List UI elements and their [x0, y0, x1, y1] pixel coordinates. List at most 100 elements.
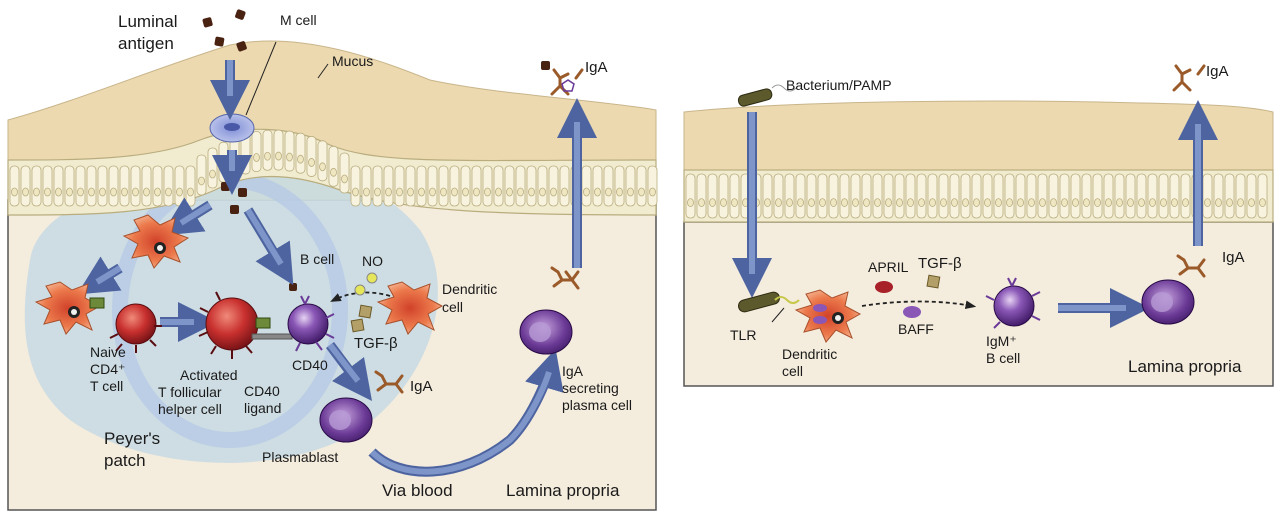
epithelial-nucleus: [1259, 198, 1266, 208]
epithelial-cell: [31, 165, 42, 207]
epithelial-nucleus: [940, 198, 947, 208]
epithelial-nucleus: [830, 198, 837, 208]
epithelial-cell: [108, 165, 119, 207]
epithelial-nucleus: [44, 187, 51, 197]
epithelial-cell: [97, 165, 108, 207]
plasmablast: [319, 397, 373, 443]
epithelial-cell: [339, 152, 350, 194]
epithelial-nucleus: [418, 187, 425, 197]
epithelial-cell: [839, 173, 850, 219]
epithelial-cell: [993, 173, 1004, 219]
epithelial-cell: [350, 165, 361, 207]
epithelial-nucleus: [1050, 198, 1057, 208]
epithelial-cell: [784, 173, 795, 219]
cd40-ligand-label-2: ligand: [244, 400, 281, 416]
epithelial-cell: [559, 165, 570, 207]
epithelial-cell: [614, 165, 625, 207]
epithelial-nucleus: [863, 198, 870, 208]
baff-molecule: [903, 306, 921, 318]
epithelial-nucleus: [165, 187, 172, 197]
epithelial-nucleus: [1072, 198, 1079, 208]
epithelial-cell: [537, 165, 548, 207]
epithelial-cell: [1158, 173, 1169, 219]
naive-t-label-2: CD4⁺: [90, 361, 125, 377]
epithelial-cell: [449, 165, 460, 207]
iga-top-right-label: IgA: [1206, 63, 1229, 80]
epithelial-nucleus: [627, 187, 634, 197]
epithelial-cell: [86, 165, 97, 207]
epithelial-cell: [1235, 173, 1246, 219]
epithelial-nucleus: [962, 198, 969, 208]
epithelial-cell: [20, 165, 31, 207]
epithelial-nucleus: [484, 187, 491, 197]
tlr-label: TLR: [730, 327, 756, 343]
epithelial-nucleus: [764, 198, 771, 208]
epithelial-cell: [163, 165, 174, 207]
epithelial-nucleus: [1149, 198, 1156, 208]
bacterium-pamp-label: Bacterium/PAMP: [786, 77, 892, 93]
epithelial-cell: [1048, 173, 1059, 219]
epithelial-nucleus: [506, 187, 513, 197]
epithelial-cell: [916, 173, 927, 219]
epithelial-cell: [405, 165, 416, 207]
plasmablast-label: Plasmablast: [262, 449, 338, 465]
epithelial-nucleus: [649, 187, 656, 197]
april-label: APRIL: [868, 259, 909, 275]
epithelial-nucleus: [66, 187, 73, 197]
epithelial-cell: [1147, 173, 1158, 219]
epithelial-nucleus: [874, 198, 881, 208]
epithelial-nucleus: [143, 187, 150, 197]
epithelial-cell: [317, 140, 328, 182]
epithelial-cells-right: [685, 173, 1268, 219]
tgf-beta-molecules: [350, 304, 373, 333]
epithelial-cell: [504, 165, 515, 207]
epithelial-cell: [526, 165, 537, 207]
dendritic-cell-right-label-2: cell: [782, 363, 803, 379]
epithelial-nucleus: [385, 187, 392, 197]
epithelial-cell: [938, 173, 949, 219]
epithelial-cell: [196, 154, 207, 196]
epithelial-cell: [707, 173, 718, 219]
epithelial-cell: [416, 165, 427, 207]
epithelial-nucleus: [1061, 198, 1068, 208]
epithelial-nucleus: [440, 187, 447, 197]
epithelial-nucleus: [907, 198, 914, 208]
epithelial-cell: [1257, 173, 1268, 219]
igm-b-cell-label-1: IgM⁺: [986, 333, 1017, 349]
epithelial-nucleus: [187, 187, 194, 197]
epithelial-nucleus: [786, 198, 793, 208]
epithelial-nucleus: [918, 198, 925, 208]
epithelial-nucleus: [451, 187, 458, 197]
luminal-antigen-label-2: antigen: [118, 34, 174, 53]
epithelial-cell: [515, 165, 526, 207]
epithelial-nucleus: [1094, 198, 1101, 208]
epithelial-nucleus: [731, 198, 738, 208]
epithelial-cell: [850, 173, 861, 219]
epithelial-nucleus: [995, 198, 1002, 208]
epithelial-nucleus: [407, 187, 414, 197]
epithelial-cell: [1004, 173, 1015, 219]
tgf-beta-molecule-right: [926, 274, 941, 289]
epithelial-nucleus: [55, 187, 62, 197]
epithelial-cell: [894, 173, 905, 219]
epithelial-cell: [42, 165, 53, 207]
epithelial-nucleus: [1160, 198, 1167, 208]
epithelial-cell: [1037, 173, 1048, 219]
epithelial-nucleus: [341, 174, 348, 184]
iga-secreting-label-2: secreting: [562, 380, 619, 396]
epithelial-cell: [427, 165, 438, 207]
epithelial-cell: [729, 173, 740, 219]
naive-t-label-3: T cell: [90, 378, 123, 394]
epithelial-cell: [1213, 173, 1224, 219]
epithelial-nucleus: [264, 151, 271, 161]
epithelial-nucleus: [984, 198, 991, 208]
epithelial-nucleus: [550, 187, 557, 197]
epithelial-cell: [9, 165, 20, 207]
dendritic-cell-label-2: cell: [442, 299, 463, 315]
epithelial-cell: [592, 165, 603, 207]
epithelial-cell: [438, 165, 449, 207]
epithelial-nucleus: [1237, 198, 1244, 208]
epithelial-cell: [1081, 173, 1092, 219]
epithelial-cell: [273, 129, 284, 171]
